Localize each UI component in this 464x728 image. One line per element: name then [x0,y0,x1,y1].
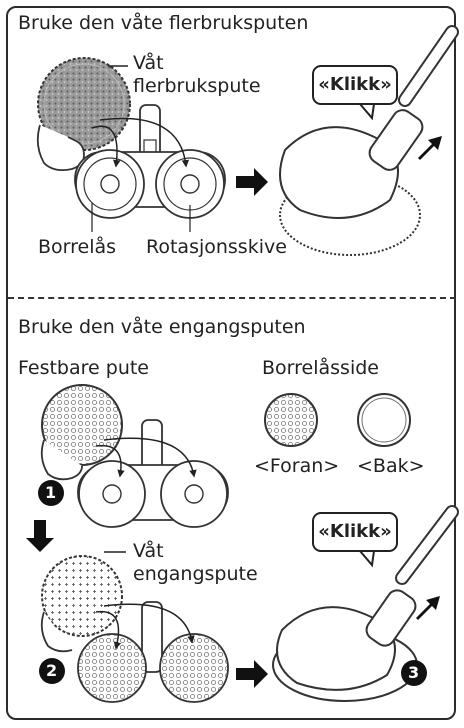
velcro-side-label: Borrelåsside [262,357,379,379]
click-label-1: «Klikk» [313,75,397,95]
pad-front-view [265,394,317,446]
push-arrow [418,136,442,160]
section2-title: Bruke den våte engangsputen [18,316,306,338]
attachable-label: Festbare pute [18,357,149,379]
click-label-2: «Klikk» [313,522,397,542]
section1-title: Bruke den våte flerbruksputen [18,12,308,34]
down-arrow [26,520,54,552]
disposable-label-line2: engangspute [133,563,258,585]
step-3-number: 3 [408,662,419,684]
step-1-number: 1 [45,482,56,504]
step-2-number: 2 [46,660,57,682]
velcro-label: Borrelås [38,236,116,258]
wet-disposable-pad [42,556,122,636]
front-label: <Foran> [254,455,339,477]
next-step-arrow-2 [236,660,268,688]
back-label: <Bak> [357,455,425,477]
pad-label-line2: flerbrukspute [133,75,261,97]
disc-label: Rotasjonsskive [146,236,287,258]
pad-label-line1: Våt [133,52,164,74]
disposable-label-line1: Våt [133,540,164,562]
next-step-arrow [236,168,268,196]
pad-back-view [358,394,410,446]
